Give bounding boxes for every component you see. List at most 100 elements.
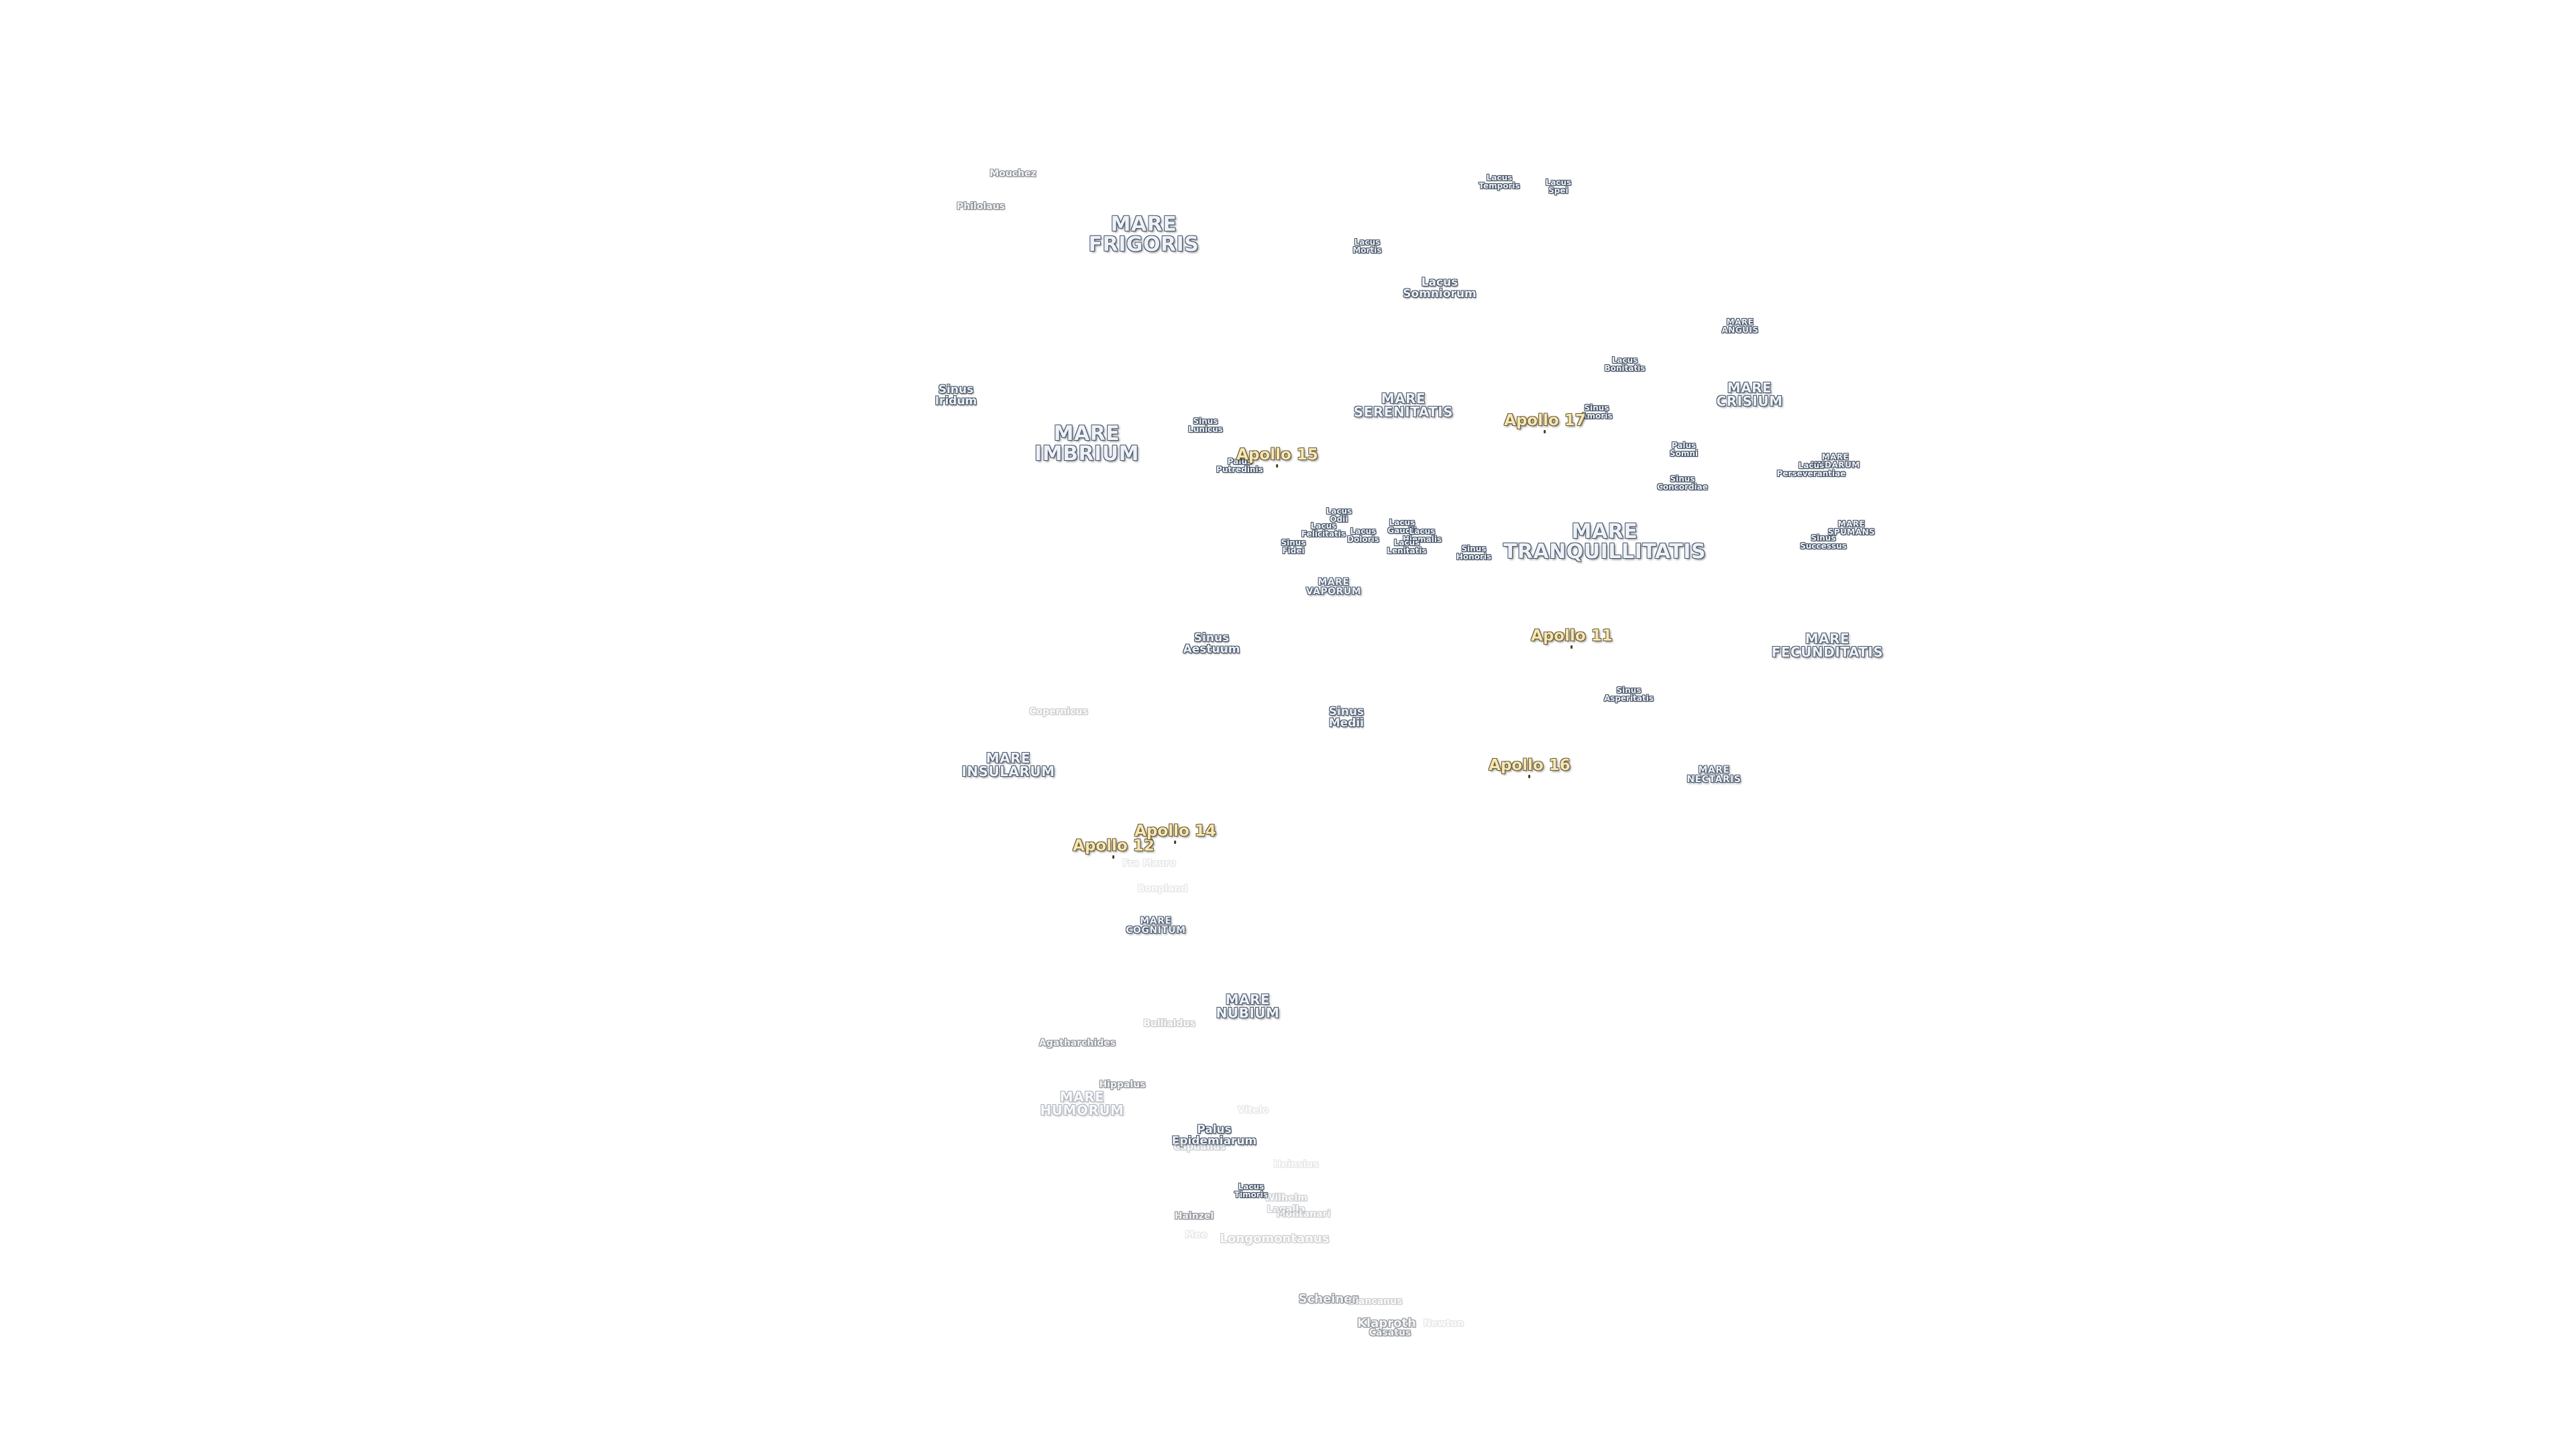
feature-label-line: Fidei [1282,546,1305,555]
landing-site-apollo-14[interactable]: Apollo 14 [1134,824,1216,844]
landing-site-label: Apollo 11 [1531,627,1613,645]
crater-label-capuanus[interactable]: Capuanus [1173,1142,1226,1152]
mare-label-line: MARE [1727,380,1772,396]
feature-label-line: Lacus [1310,521,1337,531]
crater-label-fra-mauro[interactable]: Fra Mauro [1122,858,1176,869]
mare-label-line: UNDARUM [1811,460,1860,470]
landing-site-marker-icon[interactable] [1544,430,1546,433]
crater-label-philolaus[interactable]: Philolaus [957,201,1005,212]
landing-site-apollo-16[interactable]: Apollo 16 [1489,758,1570,778]
mare-label-line: TRANQUILLITATIS [1503,540,1707,564]
landing-site-apollo-15[interactable]: Apollo 15 [1236,447,1318,468]
crater-label-copernicus[interactable]: Copernicus [1029,706,1088,717]
crater-label-heinsius[interactable]: Heinsius [1273,1159,1319,1170]
crater-label-scheiner[interactable]: Scheiner [1298,1292,1358,1306]
landing-site-apollo-12[interactable]: Apollo 12 [1073,839,1155,859]
landing-site-marker-icon[interactable] [1276,464,1279,468]
feature-label-line: Lacus [1486,173,1513,182]
landing-site-marker-icon[interactable] [1112,855,1115,859]
crater-label-bullialdus[interactable]: Bullialdus [1143,1018,1195,1029]
crater-label-longomontanus[interactable]: Longomontanus [1220,1232,1330,1246]
landing-site-marker-icon[interactable] [1174,841,1177,844]
feature-label-line: Odii [1330,515,1348,524]
landing-site-marker-icon[interactable] [1570,645,1573,649]
crater-label-newton[interactable]: Newton [1423,1318,1464,1329]
crater-label-montanari[interactable]: Montanari [1276,1209,1331,1220]
crater-label-mouchez[interactable]: Mouchez [989,168,1036,179]
feature-label-line: Lacus [1393,538,1420,547]
landing-site-marker-icon[interactable] [1528,775,1531,778]
crater-label-bonpland[interactable]: Bonpland [1137,883,1188,894]
crater-label-klaproth[interactable]: Klaproth [1357,1316,1416,1330]
mare-label-line: NUBIUM [1216,1005,1280,1021]
crater-label-hippalus[interactable]: Hippalus [1099,1079,1146,1090]
feature-label-line: Spei [1548,186,1568,195]
feature-label-line: Epidemiarum [1171,1134,1257,1148]
crater-label-wilhelm[interactable]: Wilhelm [1265,1193,1307,1203]
feature-label-line: Sinus [1281,538,1306,547]
landing-site-apollo-17[interactable]: Apollo 17 [1504,413,1586,433]
crater-label-blancanus[interactable]: Blancanus [1348,1296,1403,1307]
crater-label-casatus[interactable]: Casatus [1368,1328,1411,1338]
feature-label-line: Lacus [1238,1182,1265,1191]
crater-label-hainzel[interactable]: Hainzel [1174,1211,1214,1222]
mare-label-line: MARE [1726,317,1754,327]
mare-label-line: MARE [1110,213,1177,236]
crater-label-lagalla[interactable]: Lagalla [1267,1204,1305,1215]
feature-label-line: Sinus [1461,544,1487,553]
landing-site-apollo-11[interactable]: Apollo 11 [1531,629,1613,649]
mare-label-line: MARE [1821,452,1849,462]
feature-label-line: Successus [1800,541,1847,551]
feature-label-line: Somniorum [1403,287,1477,301]
crater-label-vitelo[interactable]: Vitelo [1238,1105,1269,1116]
feature-label-line: Mortis [1352,246,1382,255]
feature-label-line: Concordiae [1657,482,1708,492]
crater-label-agatharchides[interactable]: Agatharchides [1038,1038,1116,1049]
feature-label-line: Timoris [1234,1190,1269,1199]
crater-label-mee[interactable]: Mee [1185,1230,1208,1240]
feature-label-line: Bonitatis [1604,364,1646,373]
